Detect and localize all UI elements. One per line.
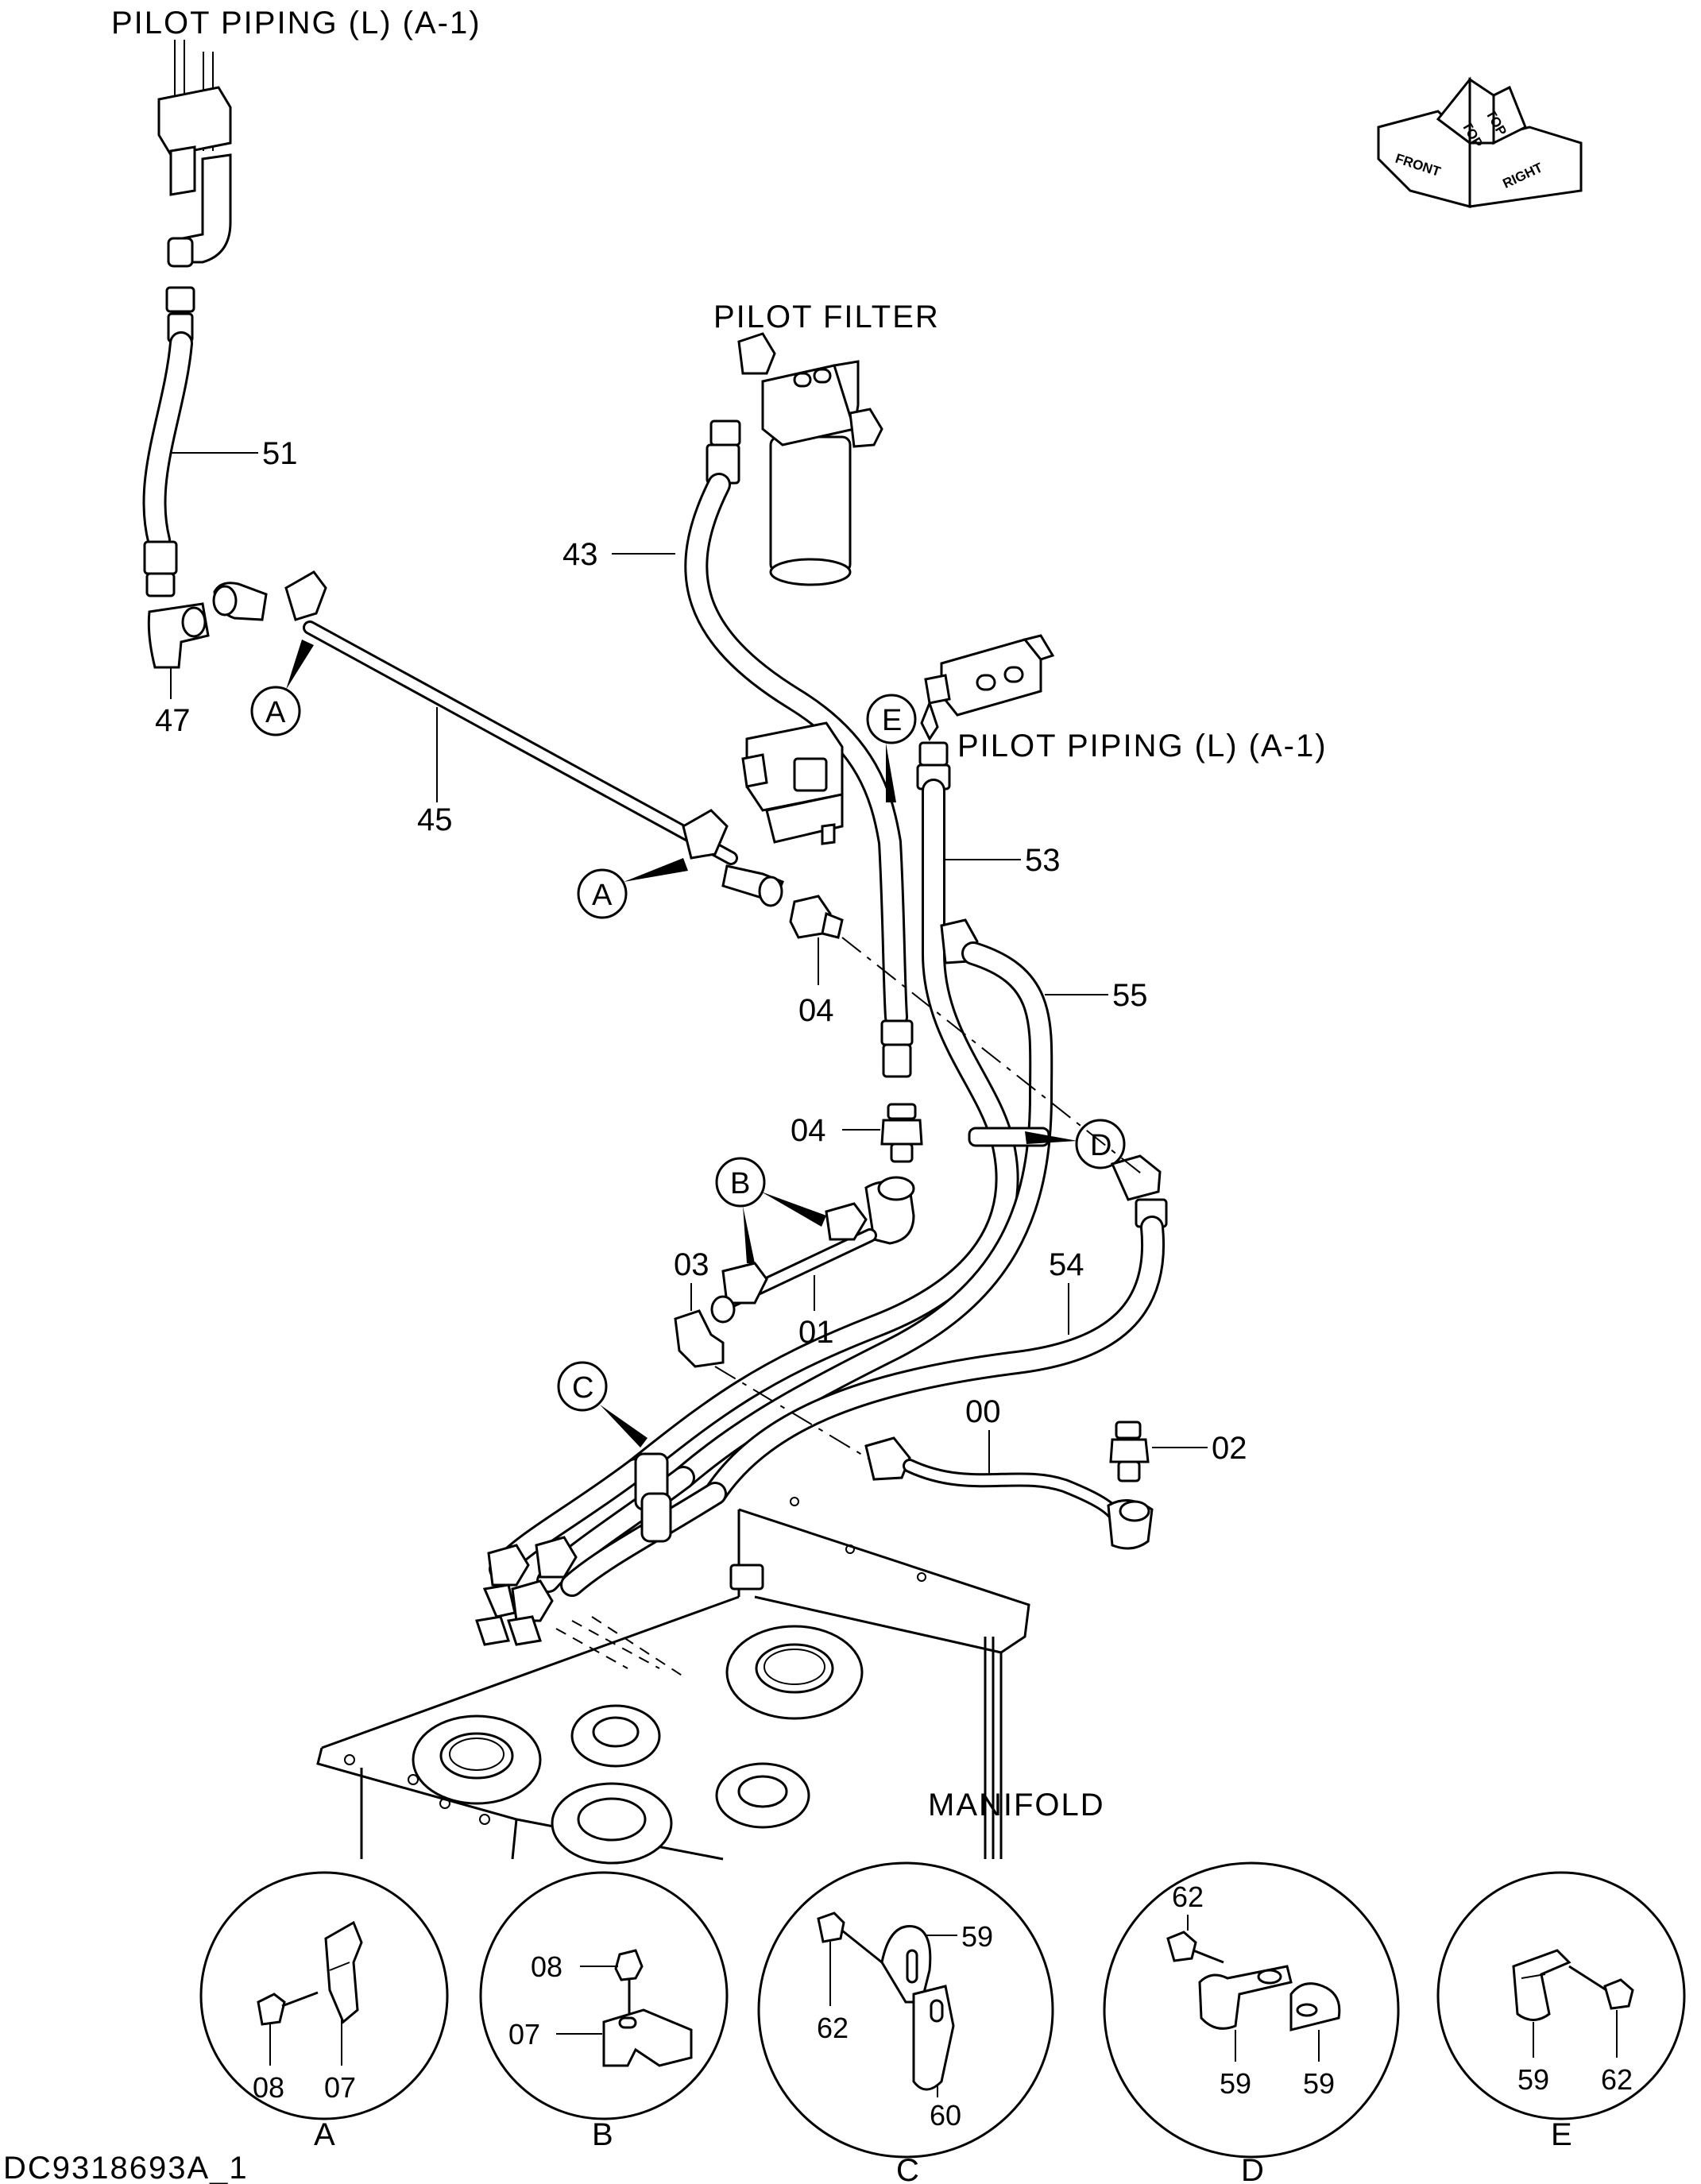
part-label-54: 54: [1049, 1247, 1084, 1282]
elbow-47: [147, 602, 210, 669]
detail-c-clip-60: [912, 1985, 955, 2091]
detail-a-part-08: 08: [253, 2071, 284, 2104]
hose-54: [703, 1154, 1168, 1506]
part-label-53: 53: [1025, 843, 1061, 878]
detail-c-clip-59: [880, 1925, 932, 2004]
detail-e-part-62: 62: [1601, 2063, 1633, 2096]
callout-b-letter: B: [730, 1167, 750, 1200]
pipe-00: [864, 1436, 1154, 1550]
detail-b-clamp-07: [602, 2008, 693, 2067]
callout-c: C: [557, 1361, 648, 1448]
pipe-01: [710, 1176, 915, 1324]
detail-e-letter: E: [1551, 2117, 1572, 2152]
detail-e-part-59: 59: [1517, 2063, 1549, 2096]
callout-e: E: [866, 694, 917, 802]
callout-a-1-letter: A: [265, 696, 286, 729]
part-label-02: 02: [1212, 1431, 1247, 1466]
hose-bundle-to-manifold: [475, 1452, 727, 1646]
detail-a-bolt-08: [257, 1991, 319, 2026]
orientation-icon: FRONT TOP TOP RIGHT: [1377, 76, 1583, 208]
detail-c-bolt-62: [817, 1911, 883, 1964]
pilot-piping-mid-label: PILOT PIPING (L) (A-1): [957, 729, 1328, 763]
pilot-valve-block: [920, 634, 1055, 741]
detail-a-part-07: 07: [324, 2071, 356, 2104]
detail-e-clip-59: [1512, 1949, 1571, 2021]
manifold-flange-1: [725, 1625, 864, 1720]
hose-43: [684, 419, 914, 1078]
detail-c-part-62: 62: [817, 2012, 849, 2044]
detail-b-part-08: 08: [531, 1950, 562, 1983]
detail-e: 59 62 E: [1436, 1871, 1686, 2152]
connector-04-lower: [880, 1103, 923, 1163]
hose-55: [671, 918, 1053, 1490]
part-label-01: 01: [798, 1315, 834, 1350]
part-label-00: 00: [965, 1394, 1001, 1429]
pilot-filter: [737, 332, 883, 586]
manifold-base: [316, 1497, 1030, 1865]
detail-d-letter: D: [1241, 2153, 1264, 2184]
elbow-03: [674, 1309, 725, 1368]
part-label-04-upper: 04: [798, 993, 834, 1028]
callout-b: B: [715, 1157, 826, 1263]
callout-e-letter: E: [882, 704, 902, 737]
detail-b: 08 07 B: [479, 1871, 729, 2152]
solenoid-valve-block: [741, 721, 844, 845]
part-label-04-lower: 04: [791, 1113, 826, 1148]
callout-a-1: A: [250, 640, 314, 736]
detail-d-part-59-b: 59: [1303, 2067, 1335, 2100]
part-label-47: 47: [155, 703, 191, 738]
drawing-id: DC9318693A_1: [3, 2151, 249, 2184]
pilot-filter-label: PILOT FILTER: [713, 300, 940, 334]
callout-a-2: A: [577, 858, 688, 919]
detail-d-part-59-a: 59: [1220, 2067, 1251, 2100]
detail-d-part-62: 62: [1172, 1881, 1204, 1913]
detail-a: 08 07 A: [199, 1871, 449, 2152]
part-label-55: 55: [1112, 978, 1148, 1013]
callout-c-letter: C: [572, 1371, 593, 1405]
hose-51: [142, 331, 193, 597]
detail-d-clip-59-a: [1198, 1965, 1293, 2030]
connector-04-upper: [789, 895, 844, 939]
detail-b-letter: B: [592, 2117, 613, 2152]
pilot-piping-top-assembly: [157, 40, 232, 343]
manifold-flange-3: [570, 1704, 661, 1768]
detail-c-part-60: 60: [930, 2099, 961, 2132]
manifold-flange-2: [412, 1714, 542, 1805]
detail-a-clamp-07: [324, 1920, 363, 2024]
detail-d-clip-59-b: [1289, 1982, 1341, 2031]
detail-c-part-59: 59: [961, 1920, 993, 1953]
hose-53: [624, 741, 1019, 1482]
pipe-45: [212, 570, 784, 907]
detail-c: 59 62 60 C: [757, 1861, 1054, 2184]
part-label-03: 03: [674, 1247, 709, 1282]
detail-b-part-07: 07: [508, 2018, 540, 2051]
detail-d: 62 59 59 D: [1103, 1861, 1400, 2184]
manifold-flange-5: [715, 1762, 810, 1829]
part-label-51: 51: [262, 436, 298, 471]
part-label-45: 45: [417, 802, 453, 837]
manifold-label: MANIFOLD: [928, 1788, 1105, 1823]
detail-d-bolt-62: [1166, 1931, 1224, 1964]
part-label-43: 43: [562, 537, 598, 572]
callout-a-2-letter: A: [592, 879, 613, 912]
detail-a-letter: A: [314, 2117, 335, 2152]
detail-e-bolt-62: [1568, 1965, 1634, 2010]
manifold-flange-4: [551, 1782, 673, 1865]
detail-b-bolt-08: [614, 1949, 644, 2018]
callout-d-letter: D: [1090, 1129, 1111, 1162]
pilot-piping-top-label: PILOT PIPING (L) (A-1): [111, 6, 481, 41]
connector-02: [1109, 1421, 1150, 1482]
detail-c-letter: C: [896, 2153, 919, 2184]
